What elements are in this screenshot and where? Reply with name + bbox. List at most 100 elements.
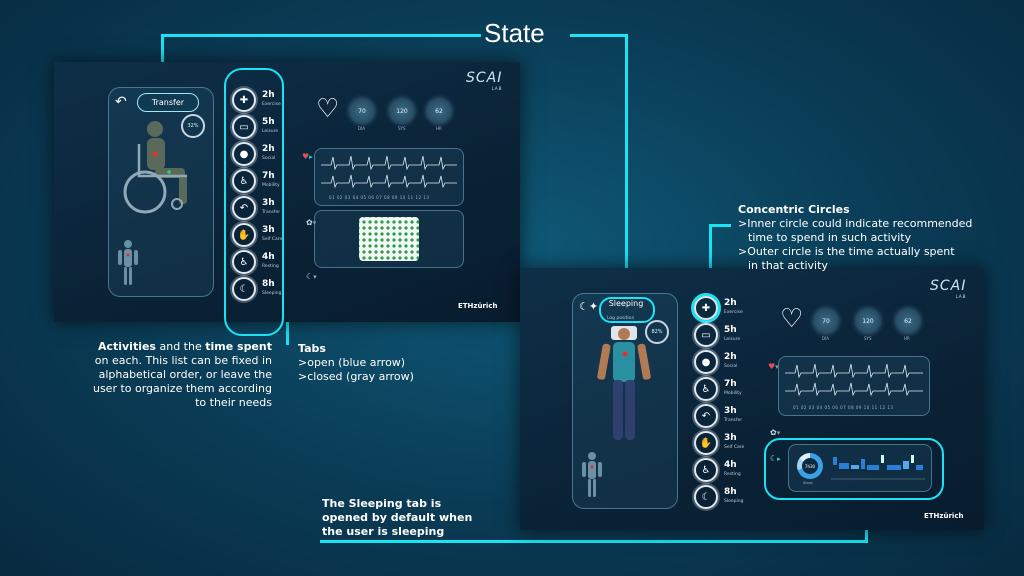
activity-pill-label: Transfer [151,98,185,107]
tabs-note: Tabs >open (blue arrow) >closed (gray ar… [298,342,414,384]
ecg-ticks: 01 02 03 04 05 06 07 08 09 10 11 12 13 [329,195,430,200]
tab-heart-closed[interactable]: ♥▾ [768,362,779,371]
sleeping-icon: ☾ [694,485,718,509]
activity-time: 4h [724,460,737,470]
vital-label: HR [904,336,910,341]
tab-grid-closed[interactable]: ✿▾ [770,428,781,437]
ecg-panel: 01 02 03 04 05 06 07 08 09 10 11 12 13 [778,356,930,416]
activity-name: Resting [724,472,741,477]
activity-time: 2h [262,144,275,154]
vital-value: 70 [822,317,830,325]
activity-pill[interactable]: Transfer [137,93,199,112]
logo-sub: LAB [955,294,967,299]
sleep-donut-center: 7h30 [802,458,818,474]
connector-state-right [570,34,628,37]
tab-sleep-closed[interactable]: ☾▾ [306,272,317,281]
circles-note-line1: >Inner circle could indicate recommended [738,217,973,230]
sleep-legend: Sleep [803,481,813,485]
activities-note: Activities and the time spent on each. T… [92,340,272,410]
activity-time: 8h [724,487,737,497]
activity-time: 7h [262,171,275,181]
sleep-total: 7h30 [804,463,816,469]
activity-name: Resting [262,264,279,269]
ecg-panel: 01 02 03 04 05 06 07 08 09 10 11 12 13 [314,148,464,206]
body-outline-icon [118,240,138,285]
tabs-note-title: Tabs [298,342,326,355]
sleeping-pill-highlight [599,297,655,323]
transfer-icon: ↶ [232,196,256,220]
self-care-icon: ✋ [694,431,718,455]
ecg-trace [321,155,457,189]
vital-value: 62 [435,107,443,115]
activity-name: Leisure [262,129,279,134]
logo-sub: LAB [491,86,503,91]
circles-note-line3: >Outer circle is the time actually spent [738,245,955,258]
vital-hr: 62 [896,309,920,333]
tab-sleep-open[interactable]: ☾▸ [770,454,781,463]
vital-label: DIA [358,126,365,131]
activities-note-rest: on each. This list can be fixed in alpha… [92,354,272,409]
vital-value: 120 [396,107,408,115]
progress-ring: 32% [181,114,205,138]
activity-name: Leisure [724,337,741,342]
vital-label: SYS [398,126,406,131]
tab-grid-closed[interactable]: ✿▾ [306,218,317,227]
activity-time: 7h [724,379,737,389]
activities-note-mid: and the [155,340,206,353]
activity-time: 5h [262,117,275,127]
sleeping-note: The Sleeping tab is opened by default wh… [322,497,472,539]
activity-grid-panel [314,210,464,268]
progress-value: 82% [651,329,663,335]
circles-note-line4: in that activity [748,259,828,272]
activity-list-highlight [224,68,284,336]
log-position-link[interactable]: Log position [607,316,635,321]
vital-hr: 62 [427,99,451,123]
activity-name: Social [262,156,276,161]
social-icon: ● [232,142,256,166]
activity-time: 5h [724,325,737,335]
leisure-icon: ▭ [694,323,718,347]
activity-time: 3h [724,406,737,416]
activity-name: Mobility [262,183,280,188]
activity-time: 3h [262,198,275,208]
resting-icon: ♿ [694,458,718,482]
progress-ring: 82% [645,320,669,344]
connector-right-down [625,34,628,296]
vital-value: 62 [904,317,912,325]
activity-time: 2h [724,352,737,362]
lying-figure [597,326,651,440]
activity-name: Transfer [262,210,281,215]
activity-name: Social [724,364,738,369]
activity-name: Self Care [724,445,745,450]
vital-sys: 120 [390,99,414,123]
vital-dia: 70 [350,99,374,123]
eth-logo: ETHzürich [458,302,498,310]
sleeping-icon: ☾ [232,277,256,301]
sleep-donut: 7h30 [797,453,823,479]
heart-icon: ♡ [780,304,804,334]
social-icon: ● [694,350,718,374]
activity-pill-label: Sleeping [608,299,644,308]
vital-value: 120 [862,317,874,325]
wheelchair-figure [123,121,187,214]
resting-icon: ♿ [232,250,256,274]
tab-heart-open[interactable]: ♥▸ [302,152,313,161]
activity-pill-sleeping[interactable]: Sleeping [601,299,651,308]
